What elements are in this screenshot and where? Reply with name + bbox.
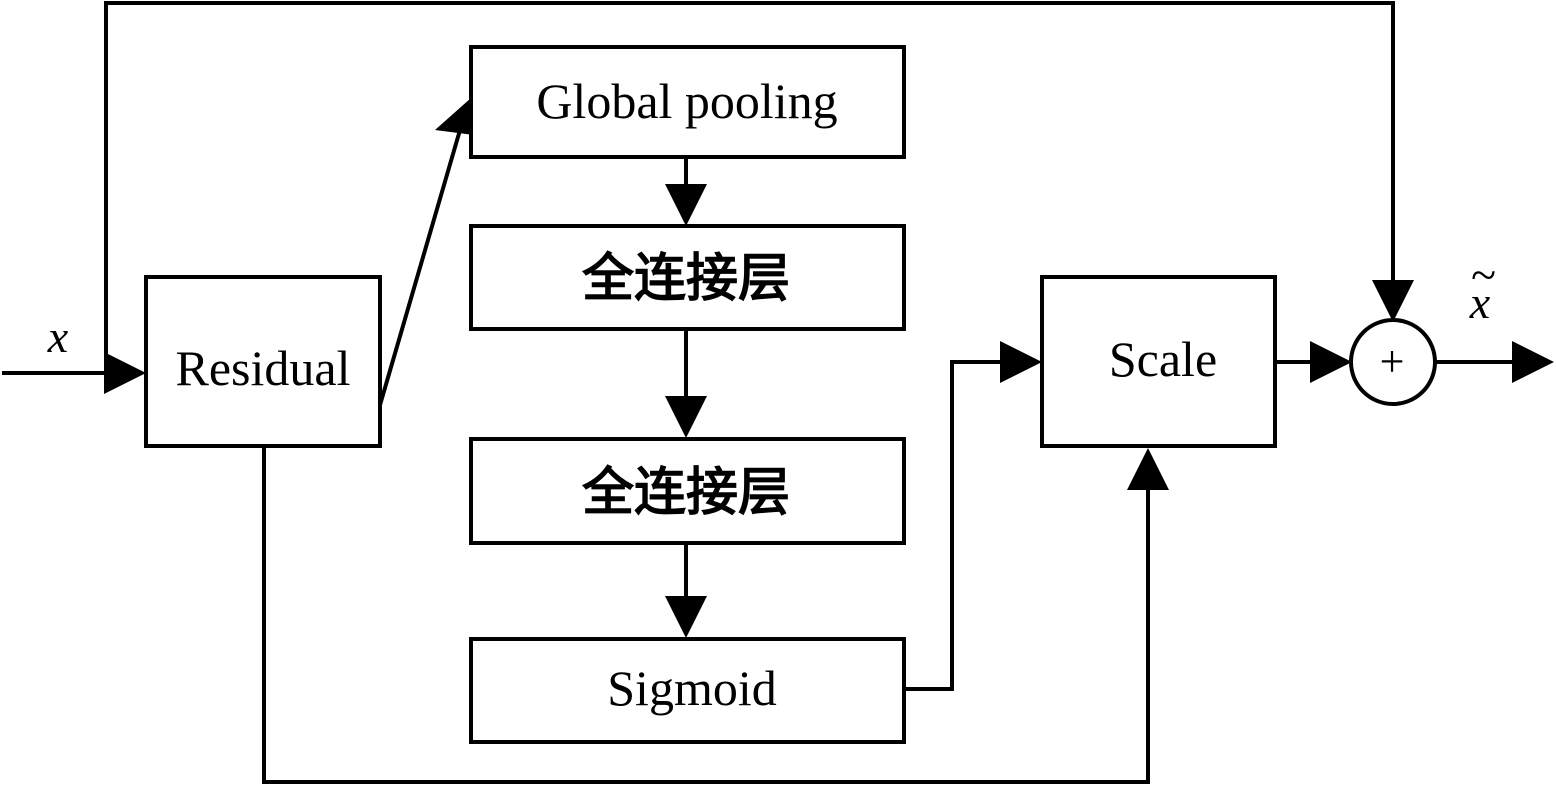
skip-arrowhead xyxy=(1372,280,1414,322)
scale-to-sum-arrowhead xyxy=(1310,341,1352,383)
sigmoid-to-scale-arrowhead xyxy=(1000,341,1042,383)
sigmoid-label: Sigmoid xyxy=(607,660,776,716)
pooling-to-fc1-arrowhead xyxy=(665,184,707,226)
fc2-node: 全连接层 xyxy=(469,437,906,545)
global-pooling-node: Global pooling xyxy=(469,45,906,159)
output-tilde: ~ xyxy=(1471,249,1496,300)
sum-node: + xyxy=(1349,318,1437,406)
skip-connector xyxy=(104,1,1395,373)
global-pooling-label: Global pooling xyxy=(536,73,837,129)
scale-label: Scale xyxy=(1109,331,1217,387)
sum-symbol: + xyxy=(1380,337,1405,386)
fc2-label: 全连接层 xyxy=(581,463,790,523)
output-arrowhead xyxy=(1512,341,1554,383)
residual-label: Residual xyxy=(176,340,351,396)
residual-node: Residual xyxy=(144,275,382,448)
residual-to-scale-arrowhead xyxy=(1127,448,1169,490)
residual-to-pooling-arrowhead xyxy=(435,98,474,135)
input-label: x xyxy=(47,311,69,362)
residual-to-scale-connector xyxy=(262,448,1150,784)
sigmoid-node: Sigmoid xyxy=(469,637,906,744)
fc1-node: 全连接层 xyxy=(469,224,906,331)
fc1-label: 全连接层 xyxy=(581,249,790,309)
fc1-to-fc2-arrowhead xyxy=(665,396,707,438)
input-arrowhead xyxy=(104,352,146,394)
residual-to-pooling-connector xyxy=(378,129,462,406)
fc2-to-sigmoid-arrowhead xyxy=(665,596,707,638)
output-label: x xyxy=(1469,277,1491,328)
scale-node: Scale xyxy=(1040,275,1277,448)
sigmoid-to-scale-connector xyxy=(906,360,1008,691)
